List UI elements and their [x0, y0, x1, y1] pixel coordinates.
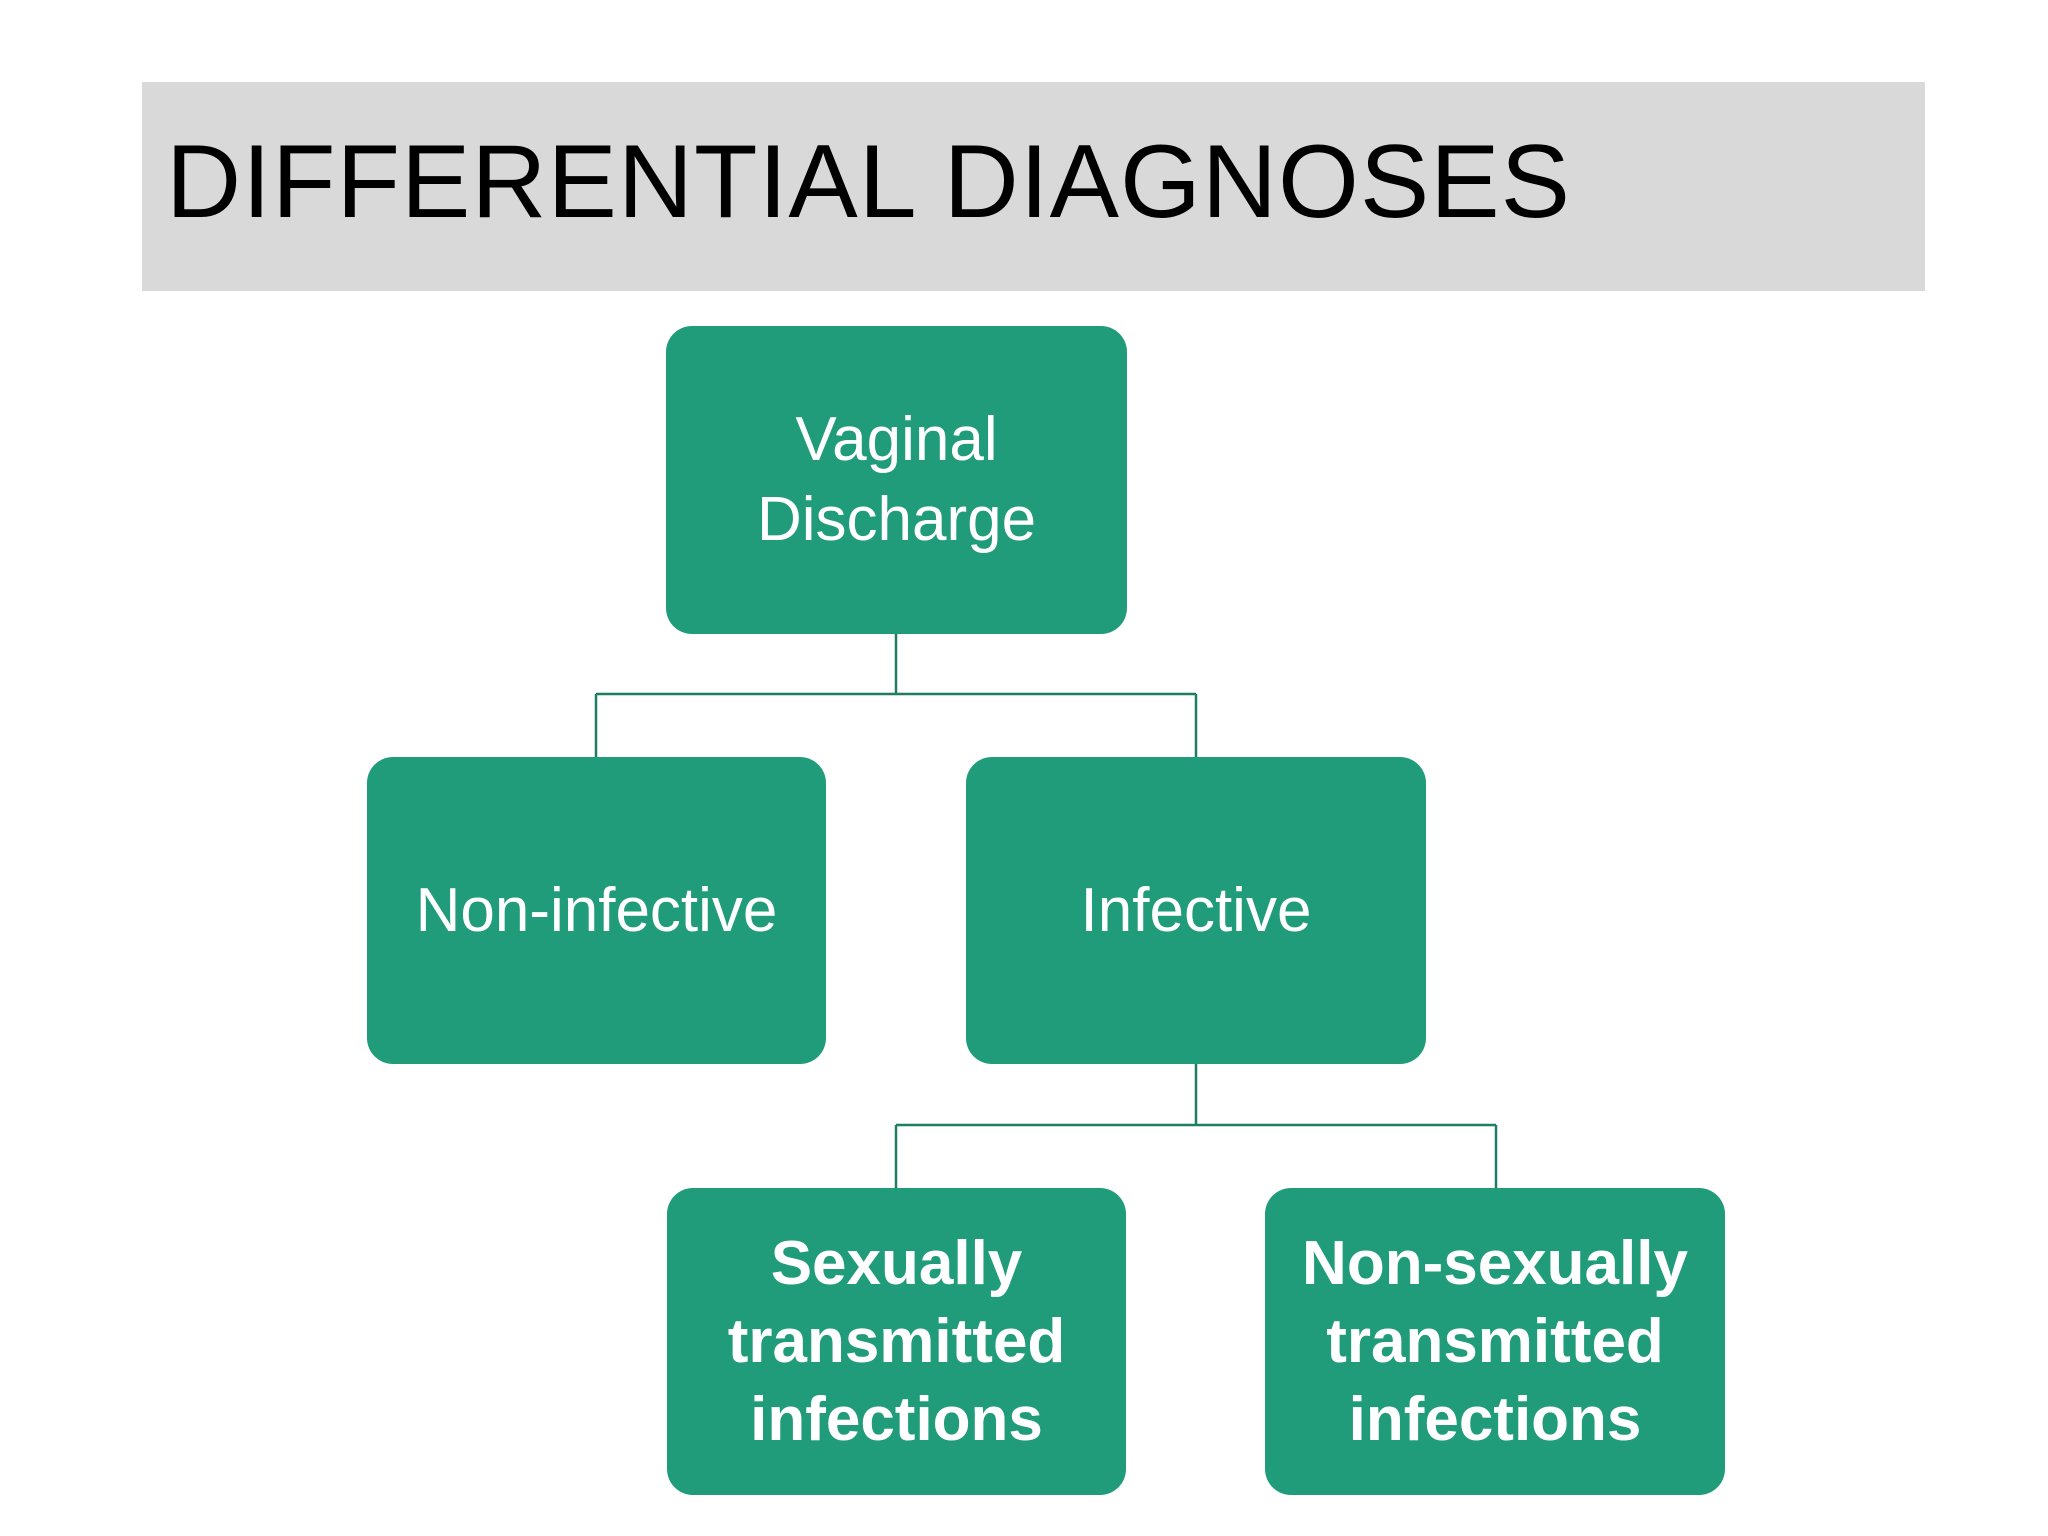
node-non-sexually-transmitted-infections: Non-sexually transmitted infections: [1265, 1188, 1725, 1495]
node-label: Non-infective: [415, 875, 778, 945]
node-vaginal-discharge: Vaginal Discharge: [666, 326, 1127, 634]
node-sexually-transmitted-infections: Sexually transmitted infections: [667, 1188, 1126, 1495]
node-label: Sexually transmitted infections: [727, 1228, 1066, 1454]
page-title: DIFFERENTIAL DIAGNOSES: [166, 124, 1572, 240]
node-infective: Infective: [966, 757, 1426, 1064]
node-non-infective: Non-infective: [367, 757, 826, 1064]
node-label: Non-sexually transmitted infections: [1302, 1228, 1688, 1454]
node-label: Infective: [1080, 875, 1312, 945]
title-bar: DIFFERENTIAL DIAGNOSES: [142, 82, 1925, 291]
node-label: Vaginal Discharge: [756, 405, 1037, 554]
